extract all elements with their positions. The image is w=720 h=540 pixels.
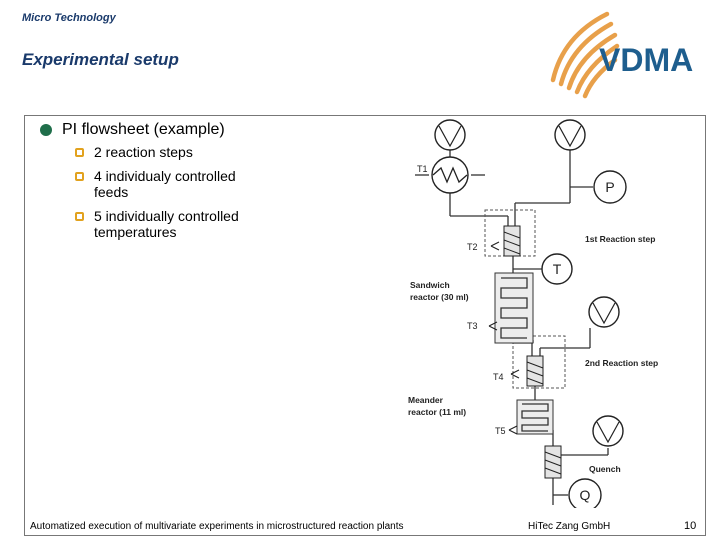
sub-bullet: 5 individually controlled temperatures bbox=[75, 208, 239, 240]
content-frame bbox=[24, 115, 706, 536]
label-t: T bbox=[553, 261, 562, 277]
sub-bullet: 4 individualy controlled feeds bbox=[75, 168, 236, 200]
pump-icon bbox=[554, 119, 586, 151]
sandwich-reactor-icon bbox=[494, 272, 534, 344]
sub-bullet-text: 2 reaction steps bbox=[94, 144, 193, 160]
label-meander-reactor: Meander bbox=[408, 395, 444, 405]
sub-bullet-text: 4 individualy controlled feeds bbox=[94, 168, 236, 200]
pump-icon bbox=[592, 415, 624, 447]
footer-description: Automatized execution of multivariate ex… bbox=[30, 521, 404, 532]
label-1st-reaction-step: 1st Reaction step bbox=[585, 234, 655, 244]
meander-reactor-icon bbox=[516, 399, 554, 435]
pressure-indicator-icon bbox=[593, 170, 627, 204]
page-number: 10 bbox=[684, 520, 697, 532]
vdma-logo: VDMA bbox=[550, 11, 693, 99]
label-meander-volume: reactor (11 ml) bbox=[408, 407, 466, 417]
pi-flowsheet-diagram: T1 T2 T3 T4 T5 P T Q 1st Reaction step 2… bbox=[408, 119, 658, 508]
mixer-icon bbox=[526, 355, 544, 387]
square-bullet-icon bbox=[75, 172, 84, 181]
reaction-step-2-box bbox=[512, 335, 566, 389]
label-quench: Quench bbox=[589, 464, 621, 474]
sub-bullet-text: 5 individually controlled temperatures bbox=[94, 208, 239, 240]
mixer-icon bbox=[544, 445, 562, 479]
main-bullet-text: PI flowsheet (example) bbox=[62, 121, 225, 138]
label-p: P bbox=[605, 179, 614, 195]
pump-icon bbox=[434, 119, 466, 151]
main-bullet: PI flowsheet (example) bbox=[40, 121, 225, 139]
label-t3: T3 bbox=[467, 321, 478, 331]
footer-company: HiTec Zang GmbH bbox=[528, 521, 611, 532]
label-q: Q bbox=[580, 487, 591, 503]
temperature-indicator-icon bbox=[541, 253, 573, 285]
sub-bullet: 2 reaction steps bbox=[75, 144, 193, 160]
mixer-icon bbox=[503, 225, 521, 257]
bullet-dot-icon bbox=[40, 124, 52, 136]
label-sandwich-reactor: Sandwich bbox=[410, 280, 450, 290]
pump-icon bbox=[588, 296, 620, 328]
label-sandwich-volume: reactor (30 ml) bbox=[410, 292, 469, 302]
label-t5: T5 bbox=[495, 426, 506, 436]
label-t1: T1 bbox=[417, 164, 428, 174]
label-t2: T2 bbox=[467, 242, 478, 252]
section-label: Micro Technology bbox=[22, 12, 116, 24]
label-2nd-reaction-step: 2nd Reaction step bbox=[585, 358, 658, 368]
logo-text: VDMA bbox=[599, 42, 693, 78]
label-t4: T4 bbox=[493, 372, 504, 382]
page-title: Experimental setup bbox=[22, 50, 179, 69]
square-bullet-icon bbox=[75, 148, 84, 157]
square-bullet-icon bbox=[75, 212, 84, 221]
quench-indicator-icon bbox=[568, 478, 602, 508]
